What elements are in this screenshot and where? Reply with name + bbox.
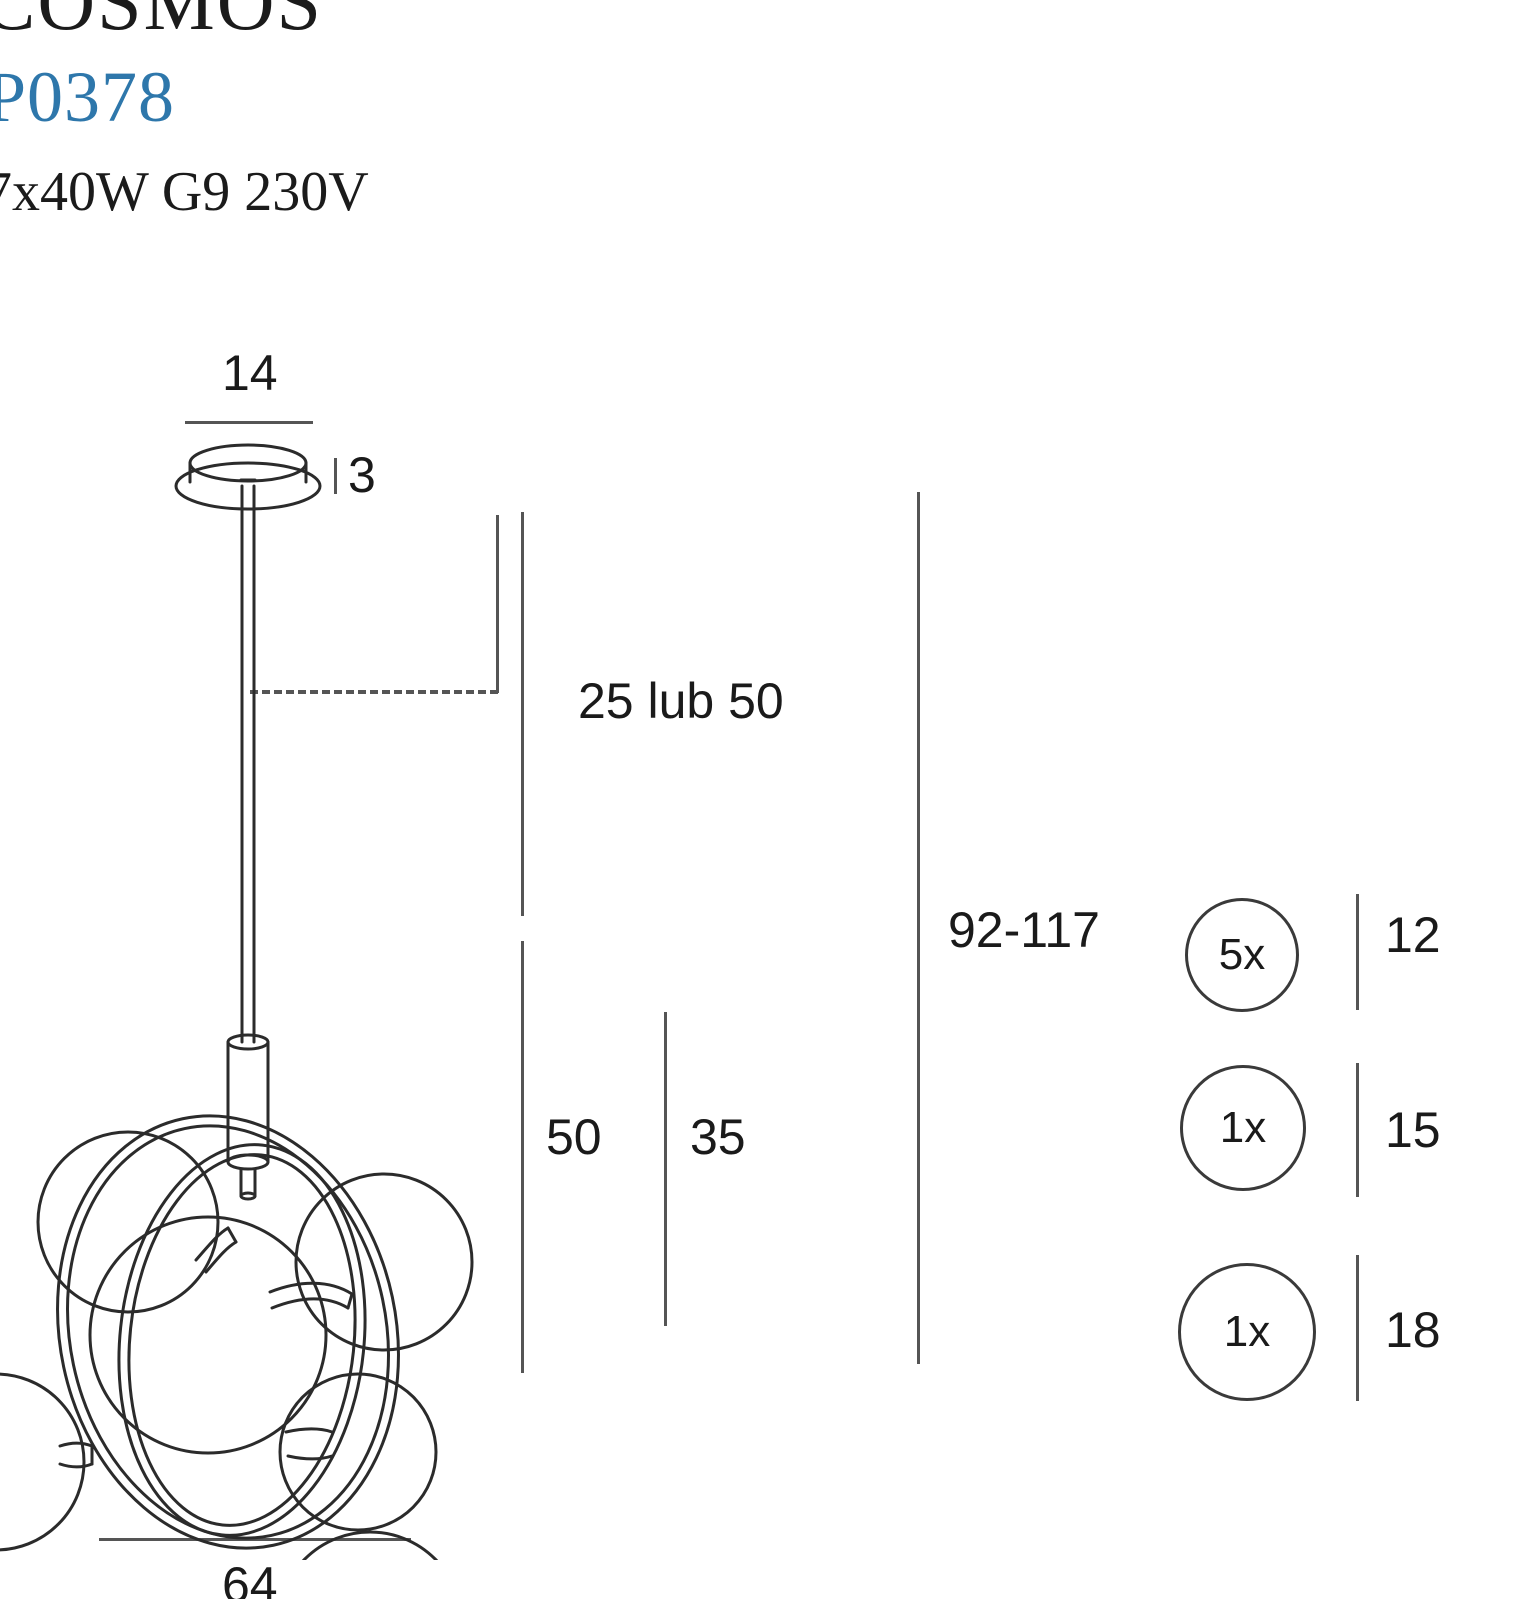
legend-size-tick-2 — [1356, 1063, 1359, 1197]
globe-mid-left — [0, 1372, 94, 1552]
globe-lower-right — [301, 1530, 439, 1560]
legend-globe-circle-2: 1x — [1180, 1065, 1306, 1191]
product-specification: 7x40W G9 230V — [0, 161, 369, 223]
legend-size-label-3: 18 — [1385, 1302, 1441, 1358]
total-height-label: 92-117 — [948, 902, 1100, 958]
fixture-height-label: 50 — [546, 1109, 602, 1165]
legend-size-tick-1 — [1356, 894, 1359, 1010]
canopy-height-tick — [334, 458, 337, 494]
overall-width-label: 64 — [222, 1557, 278, 1599]
cord-dimension-line — [521, 512, 524, 916]
cord-length-label: 25 lub 50 — [578, 673, 784, 729]
legend-count-3: 1x — [1223, 1307, 1271, 1356]
legend-count-2: 1x — [1219, 1103, 1267, 1152]
outer-orbital-ring — [56, 1114, 400, 1550]
cord-dimension-tick — [496, 515, 499, 693]
canopy-width-dimension-line — [185, 421, 313, 424]
globe-mid-right — [278, 1372, 438, 1532]
legend-count-1: 5x — [1218, 930, 1266, 979]
pendant-lamp-drawing — [0, 300, 520, 1560]
suspension-rod — [239, 478, 257, 1044]
cord-leader-dashed-line — [250, 690, 498, 694]
page-title: COSMOS — [0, 0, 324, 47]
fixture-height-dimension-line — [521, 941, 524, 1373]
fixture-inner-height-dimension-line — [664, 1012, 667, 1326]
overall-width-dimension-line — [99, 1538, 411, 1541]
product-code: P0378 — [0, 57, 176, 137]
legend-size-label-2: 15 — [1385, 1102, 1441, 1158]
legend-size-tick-3 — [1356, 1255, 1359, 1401]
globe-upper-left — [36, 1130, 238, 1314]
legend-globe-circle-3: 1x — [1178, 1263, 1316, 1401]
legend-globe-circle-1: 5x — [1185, 898, 1299, 1012]
canopy-width-label: 14 — [222, 345, 278, 401]
fixture-inner-height-label: 35 — [690, 1109, 746, 1165]
legend-size-label-1: 12 — [1385, 907, 1441, 963]
center-globe — [88, 1215, 328, 1455]
total-height-dimension-line — [917, 492, 920, 1364]
globe-upper-right — [268, 1172, 474, 1352]
inner-orbital-ring — [117, 1143, 367, 1537]
canopy-height-label: 3 — [348, 447, 376, 503]
ceiling-canopy — [174, 443, 322, 511]
